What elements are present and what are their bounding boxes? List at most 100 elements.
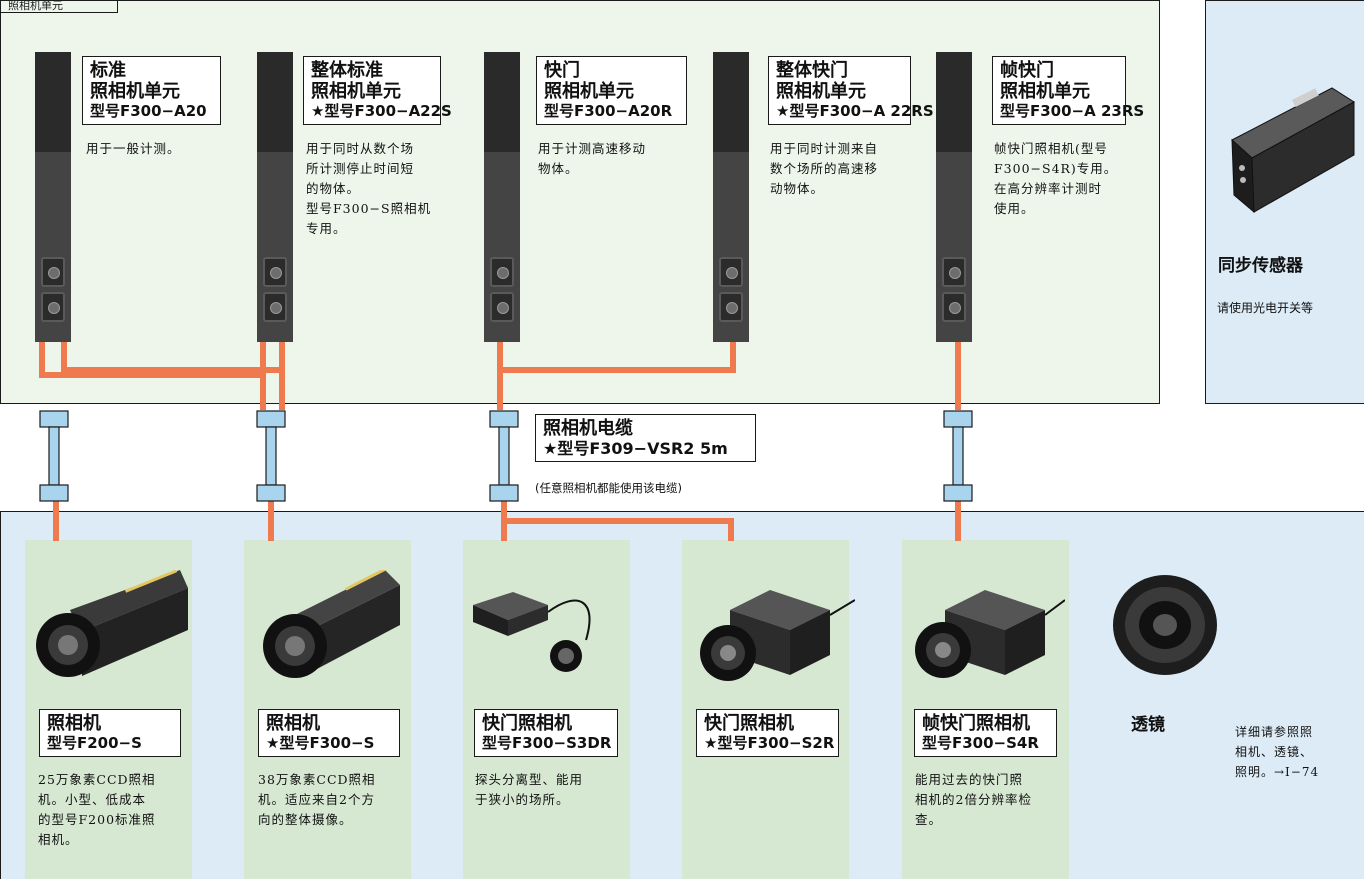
unit-desc-3: 用于计测高速移动 物体。 bbox=[538, 139, 698, 179]
unit-label-4: 整体快门 照相机单元 ★型号F300−A 22RS bbox=[768, 56, 934, 125]
cable-title: 照相机电缆 bbox=[543, 418, 633, 439]
cable-model: ★型号F309−VSR2 5m bbox=[543, 439, 728, 458]
camera-label-2: 照相机 ★型号F300−S bbox=[258, 709, 400, 757]
unit-label-2: 整体标准 照相机单元 ★型号F300−A22S bbox=[303, 56, 452, 125]
desc-line: 用于计测高速移动 bbox=[538, 141, 647, 156]
camera-unit-device-2 bbox=[257, 52, 293, 342]
camera-model: ★型号F300−S2R bbox=[704, 734, 835, 752]
unit-model: ★型号F300−A 22RS bbox=[776, 102, 934, 120]
unit-subtitle: 照相机单元 bbox=[1000, 81, 1090, 102]
unit-model: ★型号F300−A22S bbox=[311, 102, 452, 120]
desc-line: 用于同时从数个场 bbox=[306, 141, 415, 156]
camera-title: 快门照相机 bbox=[482, 713, 572, 734]
unit-label-1: 标准 照相机单元 型号F300−A20 bbox=[82, 56, 221, 125]
camera-unit-device-5 bbox=[936, 52, 972, 342]
desc-line: 用于同时计测来自 bbox=[770, 141, 879, 156]
desc-line: 相机的2倍分辨率检 bbox=[915, 792, 1032, 807]
camera-title: 照相机 bbox=[266, 713, 320, 734]
camera-unit-device-4 bbox=[713, 52, 749, 342]
desc-line: 用于一般计测。 bbox=[86, 141, 181, 156]
unit-title: 整体快门 bbox=[776, 60, 848, 81]
unit-title: 整体标准 bbox=[311, 60, 383, 81]
unit-title: 快门 bbox=[544, 60, 580, 81]
cable-cam3-4 bbox=[501, 500, 734, 541]
lens-desc: 详细请参照照 相机、透镜、 照明。→I−74 bbox=[1235, 722, 1360, 782]
unit-model: 型号F300−A20R bbox=[544, 102, 673, 120]
camera-desc-1: 25万象素CCD照相 机。小型、低成本 的型号F200标准照 相机。 bbox=[38, 770, 193, 850]
camera-desc-3: 探头分离型、能用 于狭小的场所。 bbox=[475, 770, 625, 810]
camera-image-2 bbox=[263, 570, 400, 678]
desc-line: 帧快门照相机(型号 bbox=[994, 141, 1108, 156]
unit-label-3: 快门 照相机单元 型号F300−A20R bbox=[536, 56, 687, 125]
desc-line: 能用过去的快门照 bbox=[915, 772, 1024, 787]
unit-desc-2: 用于同时从数个场 所计测停止时间短 的物体。 型号F300−S照相机 专用。 bbox=[306, 139, 456, 239]
desc-line: 于狭小的场所。 bbox=[475, 792, 570, 807]
camera-desc-2: 38万象素CCD照相 机。适应来自2个方 向的整体摄像。 bbox=[258, 770, 408, 830]
desc-line: 的型号F200标准照 bbox=[38, 812, 156, 827]
desc-line: 相机。 bbox=[38, 832, 79, 847]
lens-image bbox=[1113, 575, 1217, 675]
camera-label-3: 快门照相机 型号F300−S3DR bbox=[474, 709, 618, 757]
camera-image-1 bbox=[36, 570, 188, 677]
camera-unit-device-3 bbox=[484, 52, 520, 342]
desc-line: 使用。 bbox=[994, 201, 1035, 216]
unit-model: 型号F300−A20 bbox=[90, 102, 207, 120]
unit-desc-5: 帧快门照相机(型号 F300−S4R)专用。 在高分辨率计测时 使用。 bbox=[994, 139, 1149, 219]
unit-title: 标准 bbox=[90, 60, 126, 81]
camera-image-3 bbox=[473, 592, 591, 672]
unit-subtitle: 照相机单元 bbox=[90, 81, 180, 102]
desc-line: 所计测停止时间短 bbox=[306, 161, 415, 176]
desc-line: 物体。 bbox=[538, 161, 579, 176]
unit-desc-1: 用于一般计测。 bbox=[86, 139, 236, 159]
desc-line: F300−S4R)专用。 bbox=[994, 161, 1118, 176]
desc-line: 向的整体摄像。 bbox=[258, 812, 353, 827]
cable-unit3-4-join bbox=[500, 340, 736, 373]
desc-line: 数个场所的高速移 bbox=[770, 161, 879, 176]
desc-line: 机。小型、低成本 bbox=[38, 792, 147, 807]
camera-model: ★型号F300−S bbox=[266, 734, 375, 752]
unit-subtitle: 照相机单元 bbox=[544, 81, 634, 102]
camera-label-1: 照相机 型号F200−S bbox=[39, 709, 181, 757]
cable-label: 照相机电缆 ★型号F309−VSR2 5m bbox=[535, 414, 756, 462]
lens-title: 透镜 bbox=[1131, 715, 1165, 735]
sync-sensor-title: 同步传感器 bbox=[1218, 256, 1303, 276]
unit-subtitle: 照相机单元 bbox=[311, 81, 401, 102]
desc-line: 相机、透镜、 bbox=[1235, 745, 1314, 759]
camera-unit-device-1 bbox=[35, 52, 71, 342]
desc-line: 型号F300−S照相机 bbox=[306, 201, 432, 216]
camera-image-5 bbox=[915, 590, 1065, 678]
camera-image-4 bbox=[700, 590, 855, 681]
desc-line: 照明。→I−74 bbox=[1235, 765, 1320, 779]
desc-line: 25万象素CCD照相 bbox=[38, 772, 156, 787]
sync-sensor-panel bbox=[1205, 0, 1364, 404]
desc-line: 38万象素CCD照相 bbox=[258, 772, 376, 787]
unit-subtitle: 照相机单元 bbox=[776, 81, 866, 102]
camera-label-4: 快门照相机 ★型号F300−S2R bbox=[696, 709, 839, 757]
unit-desc-4: 用于同时计测来自 数个场所的高速移 动物体。 bbox=[770, 139, 920, 199]
camera-desc-5: 能用过去的快门照 相机的2倍分辨率检 查。 bbox=[915, 770, 1065, 830]
camera-model: 型号F200−S bbox=[47, 734, 142, 752]
camera-title: 帧快门照相机 bbox=[922, 713, 1030, 734]
desc-line: 机。适应来自2个方 bbox=[258, 792, 375, 807]
unit-model: 型号F300−A 23RS bbox=[1000, 102, 1145, 120]
desc-line: 的物体。 bbox=[306, 181, 361, 196]
camera-model: 型号F300−S3DR bbox=[482, 734, 612, 752]
desc-line: 查。 bbox=[915, 812, 943, 827]
desc-line: 详细请参照照 bbox=[1235, 725, 1314, 739]
desc-line: 在高分辨率计测时 bbox=[994, 181, 1103, 196]
camera-label-5: 帧快门照相机 型号F300−S4R bbox=[914, 709, 1057, 757]
sync-sensor-image bbox=[1231, 87, 1355, 214]
camera-title: 照相机 bbox=[47, 713, 101, 734]
camera-unit-panel-tab: 照相机单元 bbox=[0, 0, 118, 13]
sync-sensor-desc: 请使用光电开关等 bbox=[1217, 301, 1314, 315]
cable-unit1-a bbox=[39, 340, 266, 410]
unit-title: 帧快门 bbox=[1000, 60, 1054, 81]
camera-title: 快门照相机 bbox=[704, 713, 794, 734]
cable-note: (任意照相机都能使用该电缆) bbox=[535, 481, 682, 495]
desc-line: 探头分离型、能用 bbox=[475, 772, 584, 787]
desc-line: 动物体。 bbox=[770, 181, 825, 196]
cable-unit1-b bbox=[61, 340, 285, 410]
unit-label-5: 帧快门 照相机单元 型号F300−A 23RS bbox=[992, 56, 1145, 125]
desc-line: 专用。 bbox=[306, 221, 347, 236]
